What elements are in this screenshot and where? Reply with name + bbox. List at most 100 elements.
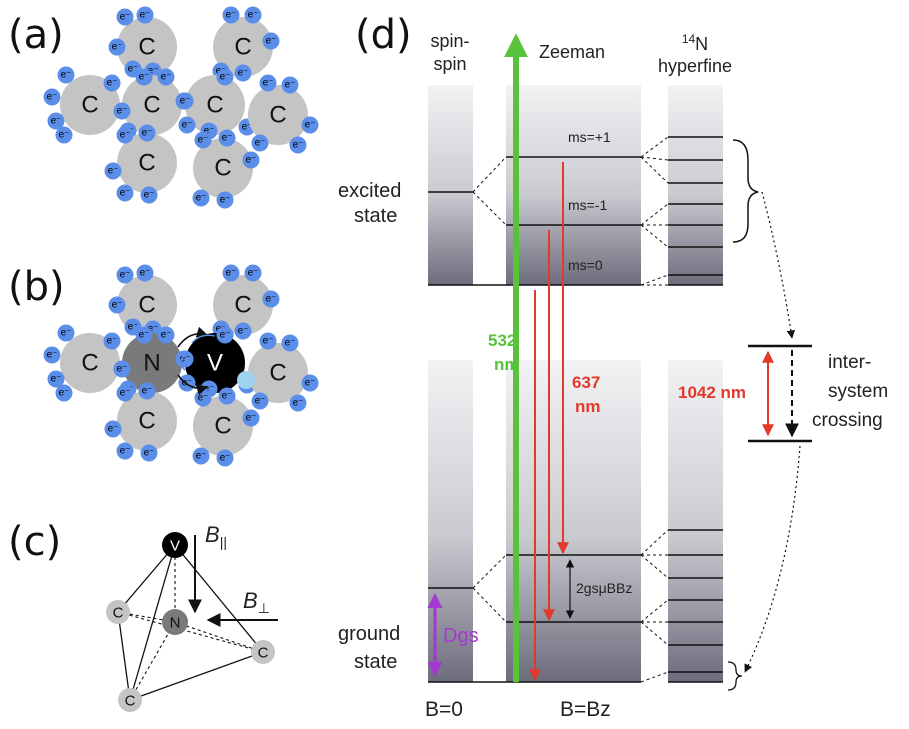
vacancy-site-electron-1-label: e⁻ [180,354,191,365]
carbon-atom-5-electron-3 [216,68,234,86]
carbon-atom-6-electron-3 [301,374,319,392]
carbon-atom-2-electron-1 [222,264,240,282]
hyperfine-ground-levels [640,529,723,683]
dangling-electron [237,371,255,389]
carbon-atom-6-electron-4 [289,394,307,412]
carbon-node-1 [106,600,130,624]
carbon-atom-4-electron-2-label: e⁻ [161,72,172,83]
green-wavelength-2: nm [494,355,520,374]
carbon-atom-6-electron-2-label: e⁻ [285,338,296,349]
edge-c1-c2-hidden [117,611,264,653]
carbon-atom-3-electron-1 [57,66,75,84]
edge-v-c1 [117,544,176,613]
carbon-atom-3-electron-1-label: e⁻ [61,70,72,81]
header-hyperfine-1: 14N [682,32,708,54]
carbon-atom-8 [193,138,253,198]
vacancy-site-label: V [207,350,223,377]
connector-ground-down [472,587,507,623]
nv-arrow-upper [177,326,209,348]
carbon-atom-2-label: C [234,34,251,61]
carbon-atom-8-label: C [214,413,231,440]
connector-excited-down [472,191,507,226]
carbon-atom-4-electron-3-label: e⁻ [117,106,128,117]
nitrogen-atom-electron-1-label: e⁻ [139,330,150,341]
carbon-atom-7-electron-4 [116,184,134,202]
carbon-atom-6-electron-3 [301,116,319,134]
carbon-atom-8-electron-4-label: e⁻ [196,451,207,462]
carbon-atom-7 [117,391,177,451]
carbon-atom-5-electron-4-label: e⁻ [242,122,253,133]
carbon-atom-3-electron-2-label: e⁻ [47,350,58,361]
carbon-atom-6-electron-4 [289,136,307,154]
carbon-atom-2-electron-4-label: e⁻ [238,326,249,337]
carbon-atom-2-electron-2-label: e⁻ [248,10,259,21]
carbon-atom-3-label: C [81,92,98,119]
nitrogen-atom [122,333,182,393]
carbon-atom-6-electron-1-label: e⁻ [263,336,274,347]
carbon-atom-1-electron-1-label: e⁻ [120,12,131,23]
carbon-atom-7-label: C [138,150,155,177]
nitrogen-atom-electron-1 [135,326,153,344]
vacancy-site [185,333,245,393]
carbon-atom-2 [213,17,273,77]
bottom-label-b0: B=0 [425,698,463,721]
carbon-atom-7-electron-4-label: e⁻ [120,188,131,199]
carbon-atom-8-electron-3 [242,409,260,427]
carbon-atom-3-electron-1 [57,324,75,342]
carbon-atom-2-electron-4 [234,64,252,82]
b-perp-label: B⊥ [243,588,270,616]
carbon-atom-5-label: C [206,92,223,119]
carbon-atom-3-electron-1-label: e⁻ [61,328,72,339]
carbon-atom-8-electron-2 [218,129,236,147]
carbon-atom-8 [193,396,253,456]
carbon-atom-4-electron-1-label: e⁻ [139,72,150,83]
carbon-atom-3-electron-4 [55,126,73,144]
column-hyperfine-ground [668,360,723,682]
carbon-atom-1-electron-2-label: e⁻ [140,10,151,21]
carbon-atom-1-electron-3 [108,38,126,56]
vacancy-site-electron-2-label: e⁻ [182,378,193,389]
red-wavelength-1: 637 [572,373,600,392]
carbon-atom-4 [122,75,182,135]
carbon-atom-2-electron-5 [262,290,280,308]
carbon-atom-1-label: C [138,34,155,61]
carbon-node-2 [251,640,275,664]
vacancy-node [162,532,188,558]
panel-a-diamond-lattice: Ce⁻e⁻e⁻e⁻e⁻Ce⁻e⁻e⁻e⁻e⁻Ce⁻e⁻e⁻e⁻e⁻Ce⁻e⁻e⁻… [43,6,319,209]
carbon-atom-7-electron-4-label: e⁻ [120,446,131,457]
isc-label-1: inter- [828,352,871,373]
label-ms-minus1: ms=-1 [568,197,608,213]
carbon-atom-2-electron-2 [244,264,262,282]
carbon-atom-1-electron-3-label: e⁻ [112,300,123,311]
label-ms-plus1: ms=+1 [568,129,611,145]
connector-ground-up [472,554,507,589]
carbon-atom-7-electron-5-label: e⁻ [144,190,155,201]
nitrogen-node [162,609,188,635]
carbon-atom-3-electron-2 [43,88,61,106]
carbon-atom-6-electron-1 [259,332,277,350]
header-spin-spin-2: spin [433,54,466,74]
column-spin-excited [428,85,473,285]
carbon-atom-8-electron-2 [218,387,236,405]
carbon-atom-1-electron-2-label: e⁻ [140,268,151,279]
b-parallel-label: B|| [205,522,227,550]
carbon-node-3-label: C [125,693,136,710]
carbon-atom-1-electron-2 [136,6,154,24]
carbon-atom-7-electron-3-label: e⁻ [108,424,119,435]
carbon-atom-6-electron-4-label: e⁻ [293,398,304,409]
carbon-atom-5-electron-5-label: e⁻ [204,126,215,137]
carbon-atom-6-label: C [269,360,286,387]
carbon-atom-2 [213,275,273,335]
carbon-atom-7 [117,133,177,193]
carbon-atom-7-electron-1-label: e⁻ [120,388,131,399]
carbon-atom-7-electron-2-label: e⁻ [142,128,153,139]
carbon-atom-6-label: C [269,102,286,129]
carbon-atom-1-electron-2 [136,264,154,282]
carbon-node-3 [118,688,142,712]
carbon-atom-5-electron-2 [178,116,196,134]
carbon-atom-5 [185,75,245,135]
dgs-label: Dgs [443,625,479,647]
vacancy-site-electron-3 [216,326,234,344]
carbon-atom-6-electron-5-label: e⁻ [255,396,266,407]
isc-label-2: system [828,381,888,402]
